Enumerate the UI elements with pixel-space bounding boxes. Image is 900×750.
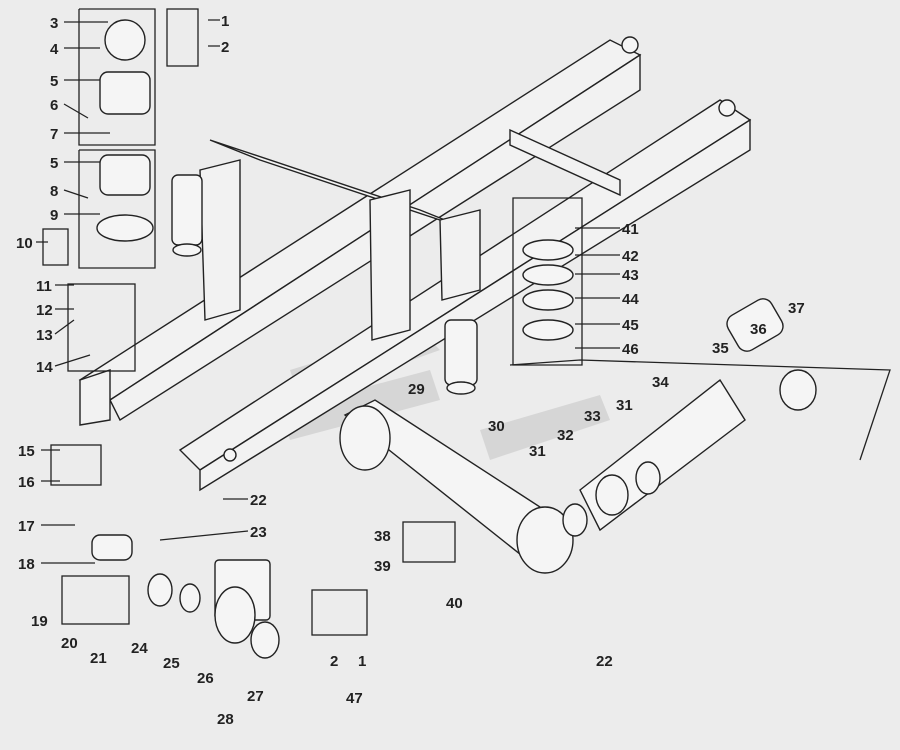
callout-22: 22 xyxy=(250,492,267,509)
callout-32: 32 xyxy=(557,427,574,444)
callout-6: 6 xyxy=(50,97,58,114)
callout-45: 45 xyxy=(622,317,639,334)
callout-44: 44 xyxy=(622,291,639,308)
callout-16: 16 xyxy=(18,474,35,491)
callout-47: 47 xyxy=(346,690,363,707)
callout-37: 37 xyxy=(788,300,805,317)
callout-29: 29 xyxy=(408,381,425,398)
callout-3: 3 xyxy=(50,15,58,32)
callout-13: 13 xyxy=(36,327,53,344)
callout-33: 33 xyxy=(584,408,601,425)
callout-labels: 3 1 4 2 5 6 7 5 8 9 10 11 12 13 14 41 42… xyxy=(16,13,805,728)
callout-25: 25 xyxy=(163,655,180,672)
callout-8: 8 xyxy=(50,183,58,200)
callout-41: 41 xyxy=(622,221,639,238)
callout-22b: 22 xyxy=(596,653,613,670)
callout-11: 11 xyxy=(36,278,52,295)
callout-14: 14 xyxy=(36,359,53,376)
callout-17: 17 xyxy=(18,518,35,535)
group-boxes xyxy=(42,8,891,636)
callout-42: 42 xyxy=(622,248,639,265)
callout-4: 4 xyxy=(50,41,59,58)
shock-absorber-upper xyxy=(171,174,203,257)
leader-lines xyxy=(36,19,620,564)
callout-43: 43 xyxy=(622,267,639,284)
callout-2: 2 xyxy=(221,39,229,56)
callout-39: 39 xyxy=(374,558,391,575)
axle-parts xyxy=(91,19,817,659)
callout-7: 7 xyxy=(50,126,58,143)
callout-9: 9 xyxy=(50,207,58,224)
callout-21: 21 xyxy=(90,650,107,667)
callout-24: 24 xyxy=(131,640,148,657)
callout-1b: 1 xyxy=(358,653,366,670)
callout-2b: 2 xyxy=(330,653,338,670)
callout-35: 35 xyxy=(712,340,729,357)
shock-absorber-lower xyxy=(444,319,478,395)
vehicle-frame xyxy=(78,36,752,492)
callout-40: 40 xyxy=(446,595,463,612)
callout-30: 30 xyxy=(488,418,505,435)
callout-20: 20 xyxy=(61,635,78,652)
callout-15: 15 xyxy=(18,443,35,460)
callout-5b: 5 xyxy=(50,155,58,172)
callout-10: 10 xyxy=(16,235,33,252)
callout-1: 1 xyxy=(221,13,229,30)
callout-46: 46 xyxy=(622,341,639,358)
callout-12: 12 xyxy=(36,302,53,319)
callout-27: 27 xyxy=(247,688,264,705)
callout-28: 28 xyxy=(217,711,234,728)
callout-26: 26 xyxy=(197,670,214,687)
callout-36: 36 xyxy=(750,321,767,338)
balance-beam xyxy=(339,399,574,574)
callout-31b: 31 xyxy=(529,443,546,460)
callout-19: 19 xyxy=(31,613,48,630)
callout-31: 31 xyxy=(616,397,633,414)
callout-18: 18 xyxy=(18,556,35,573)
callout-38: 38 xyxy=(374,528,391,545)
callout-23: 23 xyxy=(250,524,267,541)
callout-5: 5 xyxy=(50,73,58,90)
callout-34: 34 xyxy=(652,374,669,391)
